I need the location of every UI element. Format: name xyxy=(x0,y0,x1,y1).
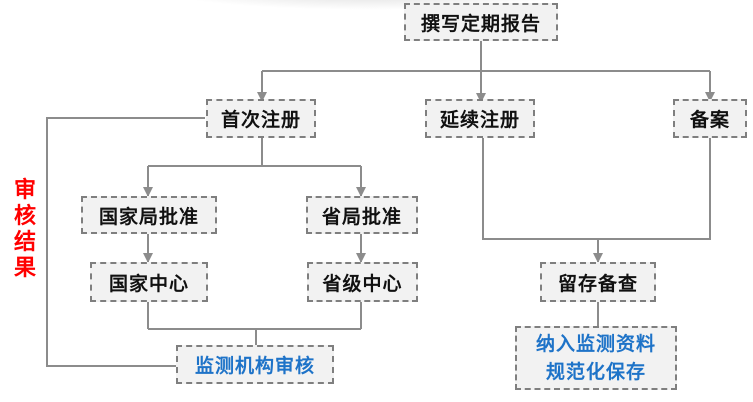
node-national-bureau-approval: 国家局批准 xyxy=(81,196,217,234)
node-archive-line1: 纳入监测资料 xyxy=(535,333,656,355)
node-provincial-center: 省级中心 xyxy=(307,262,418,302)
node-monitoring-review: 监测机构审核 xyxy=(176,345,334,384)
edge-review-feedback xyxy=(46,117,205,367)
node-provincial-bureau-approval: 省局批准 xyxy=(306,196,418,234)
node-renewal-registration: 延续注册 xyxy=(425,99,535,138)
review-result-label: 审核结果 xyxy=(13,178,36,281)
node-national-center: 国家中心 xyxy=(90,262,208,302)
node-archive: 纳入监测资料 规范化保存 xyxy=(515,326,677,390)
node-archive-line2: 规范化保存 xyxy=(545,361,646,383)
node-first-registration: 首次注册 xyxy=(206,99,316,138)
node-root: 撰写定期报告 xyxy=(404,3,558,41)
node-filing: 备案 xyxy=(673,99,747,138)
edge-renew-filing-bus xyxy=(482,137,711,240)
node-retain-for-check: 留存备查 xyxy=(540,262,656,302)
top-glow xyxy=(160,0,580,10)
